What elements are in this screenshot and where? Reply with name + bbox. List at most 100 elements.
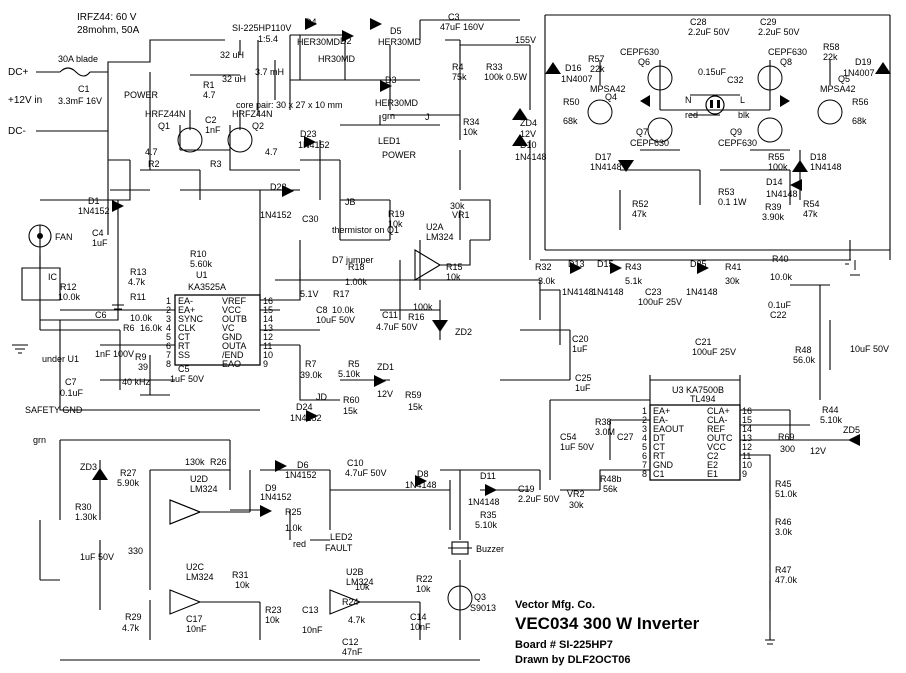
r25-ref: R25 (285, 507, 302, 517)
l1-val: 32 uH (220, 50, 244, 60)
c19-ref: C19 (518, 484, 535, 494)
r29-ref: R29 (125, 612, 142, 622)
c5-ref: C5 (178, 364, 190, 374)
r12a-val: 10.0k (58, 292, 81, 302)
u1-pin-left: CLK (178, 323, 196, 333)
r27-val: 5.90k (117, 478, 140, 488)
c12-ref: C12 (342, 637, 359, 647)
out-red-label: red (685, 110, 698, 120)
u2c-val: LM324 (186, 572, 214, 582)
r16-ref: R16 (408, 312, 425, 322)
u1-pin-num: 5 (166, 332, 171, 342)
d9-val: 1N4152 (260, 492, 292, 502)
u1-pin-num: 2 (166, 305, 171, 315)
r18-ref: R18 (348, 262, 365, 272)
r39-val: 3.90k (762, 212, 785, 222)
u3-pin-right: CLA- (707, 415, 728, 425)
outlet-icon (705, 95, 725, 115)
title-block: Vector Mfg. Co. VEC034 300 W Inverter Bo… (515, 599, 700, 666)
r31-ref: R31 (232, 570, 249, 580)
u3-pin-left: CT (653, 442, 665, 452)
r22-val: 10k (416, 584, 431, 594)
u3-pin-labels: U3 KA7500B TL494 EA+ EA- EAOUT DT CT RT … (642, 385, 752, 479)
u3-pin-num: 16 (742, 406, 752, 416)
r4-val: 75k (452, 72, 467, 82)
r57-ref: R57 (588, 54, 605, 64)
c13-val: 10nF (302, 625, 323, 635)
d22-ref: D22 (270, 182, 287, 192)
q8-val: CEPF630 (768, 47, 807, 57)
c3-val: 47uF 160V (440, 22, 484, 32)
r59-ref: R59 (405, 390, 422, 400)
d6-ref: D6 (297, 460, 309, 470)
u1-pin-num: 6 (166, 341, 171, 351)
r2-ref: R2 (148, 159, 160, 169)
r53-val: 0.1 1W (718, 197, 747, 207)
transformer-ratio: 1:5.4 (258, 34, 278, 44)
c28-val: 2.2uF 50V (688, 27, 730, 37)
d7-jumper-label: D7 jumper (332, 255, 374, 265)
r15-val: 10k (446, 272, 461, 282)
u1-pin-num: 9 (263, 359, 268, 369)
u3-pin-num: 8 (642, 469, 647, 479)
q8-ref: Q8 (780, 57, 792, 67)
u1-pin-num: 15 (263, 305, 273, 315)
u2c-ref: U2C (186, 562, 205, 572)
q5-val: MPSA42 (820, 84, 856, 94)
u2b-val: LM324 (346, 577, 374, 587)
r54-val: 47k (803, 209, 818, 219)
vr1-val: 30k (450, 201, 465, 211)
r44-ref: R44 (822, 405, 839, 415)
ic-label: IC (48, 272, 58, 282)
d16-ref: D16 (565, 63, 582, 73)
d9-ref: D9 (265, 483, 277, 493)
c2-val: 1nF (205, 125, 221, 135)
d11-ref: D11 (480, 471, 496, 481)
l2-val: 32 uH (222, 74, 246, 84)
r17-ref: R17 (333, 289, 350, 299)
r34-ref: R34 (463, 117, 480, 127)
r3-val: 4.7 (265, 147, 278, 157)
r23-ref: R23 (265, 605, 282, 615)
c19-val: 2.2uF 50V (518, 494, 560, 504)
u1-pin-right: OUTA (222, 341, 246, 351)
buzzer-label: Buzzer (476, 544, 504, 554)
d4-val: HER30MD (297, 37, 341, 47)
u3-pin-right: C2 (707, 451, 719, 461)
u1-pin-right: EAO (222, 359, 241, 369)
u1-pin-num: 14 (263, 314, 273, 324)
c27-ref: C27 (617, 432, 634, 442)
u3-pin-right: E1 (707, 469, 718, 479)
r60-ref: R60 (343, 395, 360, 405)
u3-pin-num: 2 (642, 415, 647, 425)
u1-pin-left: SS (178, 350, 190, 360)
u3-pin-num: 5 (642, 442, 647, 452)
c7-ref: C7 (65, 377, 77, 387)
u3-pin-num: 3 (642, 424, 647, 434)
r48b-ref: R48b (600, 474, 622, 484)
c30-ref: C30 (302, 214, 319, 224)
grn-label: grn (33, 435, 46, 445)
r21-val: 10k (355, 582, 370, 592)
r1-ref: R1 (203, 80, 215, 90)
r24-val: 4.7k (348, 615, 366, 625)
u1-pin-left: EA- (178, 296, 193, 306)
thermistor-label: thermistor on Q1 (332, 225, 399, 235)
d13-ref: D13 (568, 259, 585, 269)
q7-ref: Q7 (636, 127, 648, 137)
u3-pin-num: 6 (642, 451, 647, 461)
u3-pin-left: EAOUT (653, 424, 685, 434)
u1-chip (174, 294, 261, 366)
d13-val: 1N4148 (562, 287, 594, 297)
q7-transistor (647, 117, 673, 143)
r56-val: 68k (852, 116, 867, 126)
u3-pin-num: 4 (642, 433, 647, 443)
u3-pin-num: 15 (742, 415, 752, 425)
r60-val: 15k (343, 406, 358, 416)
u1-pin-num: 3 (166, 314, 171, 324)
r34-val: 10k (463, 127, 478, 137)
c54-ref: C54 (560, 432, 577, 442)
r4-ref: R4 (452, 62, 464, 72)
c10-ref: C10 (347, 458, 364, 468)
